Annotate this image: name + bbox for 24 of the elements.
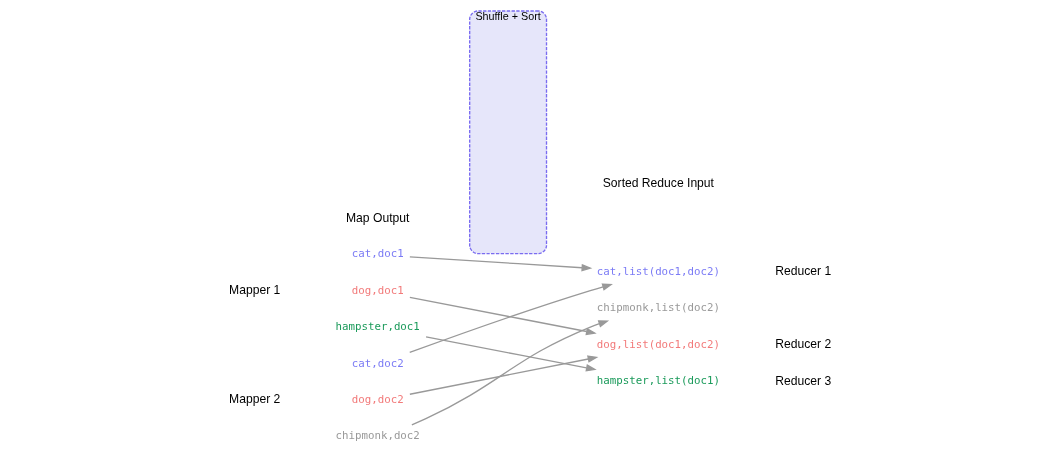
- label: Reducer 1: [775, 264, 832, 279]
- arrow: [411, 320, 610, 426]
- label: Reducer 2: [775, 337, 832, 352]
- node-text: dog,list(doc1,doc2): [596, 337, 720, 351]
- arrow: [409, 256, 593, 272]
- node-text: dog,doc2: [351, 393, 404, 407]
- node-text: dog,doc1: [351, 283, 404, 297]
- label: Sorted Reduce Input: [602, 176, 714, 191]
- label: Reducer 3: [775, 373, 832, 388]
- label: Mapper 2: [229, 392, 281, 407]
- node-text: cat,list(doc1,doc2): [596, 265, 720, 279]
- node-box: Shuffle + Sort: [469, 10, 548, 255]
- arrow: [409, 283, 613, 354]
- arrow: [409, 296, 597, 336]
- label: Mapper 1: [229, 283, 281, 298]
- node-text: chipmonk,doc2: [335, 429, 420, 443]
- node-text: chipmonk,list(doc2): [596, 301, 720, 315]
- label: Map Output: [346, 210, 410, 225]
- node-text: cat,doc2: [351, 356, 404, 370]
- arrow: [425, 336, 597, 372]
- node-text: cat,doc1: [351, 247, 404, 261]
- node-text: hampster,doc1: [335, 320, 420, 334]
- arrow: [409, 355, 599, 395]
- node-text: hampster,list(doc1): [596, 374, 720, 388]
